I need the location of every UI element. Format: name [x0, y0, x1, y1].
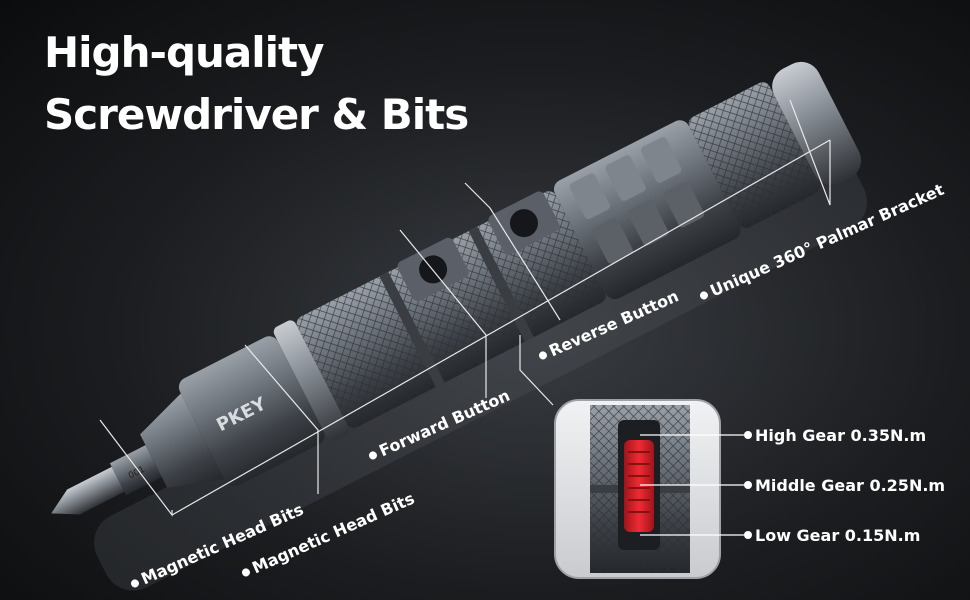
headline-line-2: Screwdriver & Bits [44, 90, 469, 139]
gear-switch-inset [554, 399, 752, 579]
headline-line-1: High-quality [44, 28, 325, 77]
reverse-button [509, 209, 538, 238]
grip [296, 191, 606, 428]
gear-slider [624, 440, 654, 532]
gear-middle-label: Middle Gear 0.25N.m [755, 476, 945, 495]
palmar-bracket [553, 120, 741, 300]
callout-lines [99, 99, 831, 517]
screwdriver: 001 PKEY [51, 61, 862, 515]
bit-tip: 001 [51, 445, 162, 515]
headline: High-quality Screwdriver & Bits [44, 22, 469, 146]
gear-high-label: High Gear 0.35N.m [755, 426, 926, 445]
gear-low-label: Low Gear 0.15N.m [755, 526, 920, 545]
